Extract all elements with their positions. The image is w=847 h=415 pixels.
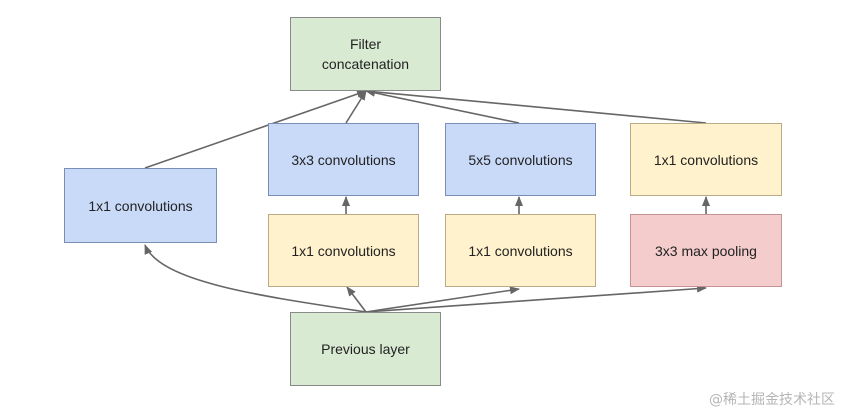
conv1x1-right-top-box: 1x1 convolutions [630, 123, 782, 196]
conv1x1-right-top-label: 1x1 convolutions [653, 151, 759, 168]
conv3x3-label: 3x3 convolutions [291, 151, 396, 168]
previous-layer-box: Previous layer [290, 312, 441, 386]
arrow-conv3x3-to-concat [345, 90, 367, 124]
conv5x5-label: 5x5 convolutions [468, 151, 573, 168]
conv1x1-left-label: 1x1 convolutions [88, 197, 193, 214]
arrow-prev-to-conv1x1-5x5 [365, 286, 520, 313]
arrow-conv5x5-to-concat [365, 88, 520, 124]
watermark: @稀土掘金技术社区 [709, 392, 835, 408]
conv1x1-before-3x3-label: 1x1 convolutions [291, 242, 396, 259]
arrow-conv1x1-right-to-concat [365, 87, 707, 124]
maxpool3x3-box: 3x3 max pooling [630, 214, 782, 287]
filter-concatenation-label: Filter concatenation [321, 36, 410, 72]
conv1x1-before-3x3-box: 1x1 convolutions [268, 214, 419, 287]
filter-concatenation-box: Filter concatenation [290, 17, 441, 91]
arrow-prev-to-conv1x1-3x3 [346, 286, 367, 313]
previous-layer-label: Previous layer [321, 341, 410, 357]
maxpool3x3-label: 3x3 max pooling [655, 242, 757, 259]
arrow-conv1x1-left-to-concat [144, 90, 367, 169]
arrow-prev-to-maxpool [365, 284, 707, 313]
conv1x1-left-box: 1x1 convolutions [64, 168, 217, 243]
conv3x3-box: 3x3 convolutions [268, 123, 419, 196]
conv1x1-before-5x5-label: 1x1 convolutions [468, 242, 573, 259]
conv1x1-before-5x5-box: 1x1 convolutions [445, 214, 596, 287]
conv5x5-box: 5x5 convolutions [445, 123, 596, 196]
arrow-prev-to-conv1x1-left [144, 244, 367, 313]
